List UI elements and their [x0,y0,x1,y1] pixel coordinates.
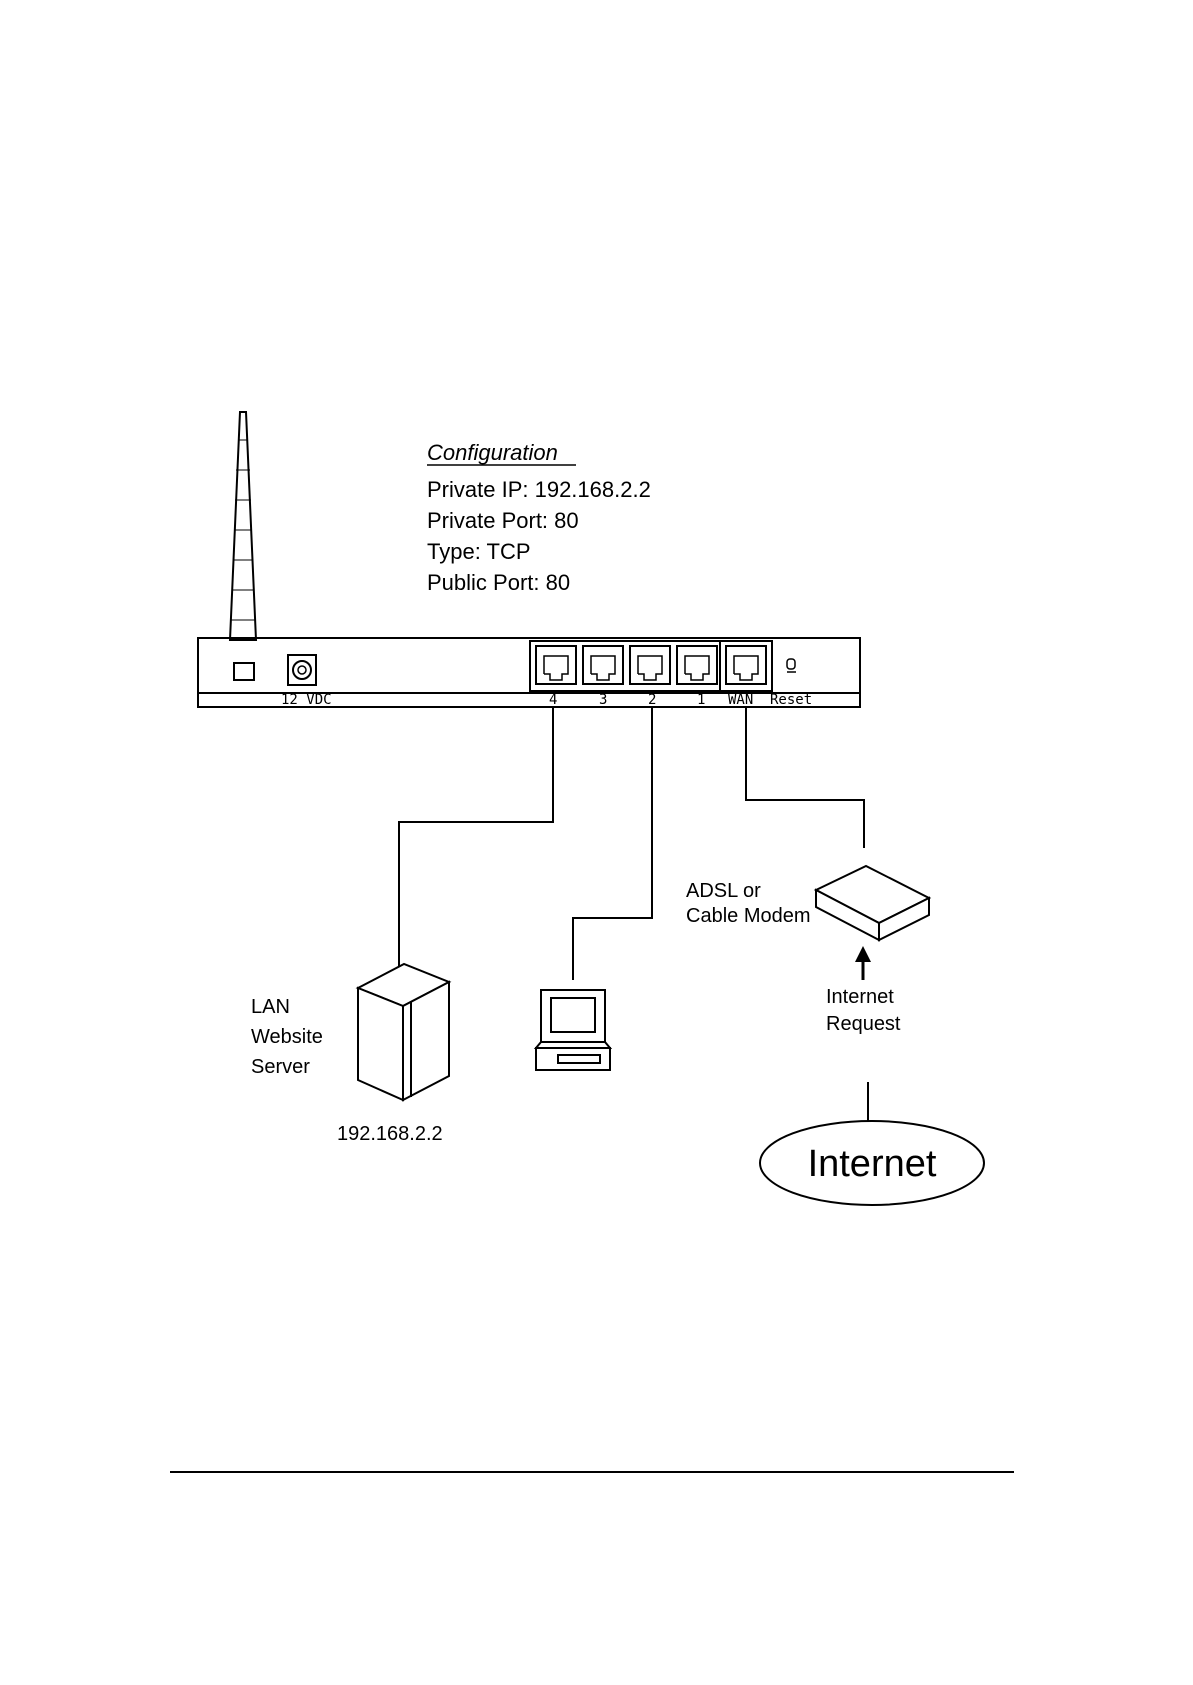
wan-label: WAN [728,692,753,708]
lan-port-3-icon [583,646,623,684]
server-ip: 192.168.2.2 [337,1123,443,1145]
reset-label: Reset [770,692,812,708]
power-jack-icon [288,655,316,685]
computer-icon [536,990,610,1070]
config-private-ip: Private IP: 192.168.2.2 [427,477,651,502]
reset-button-icon [787,659,796,672]
lan-port-2-icon [630,646,670,684]
modem-label-line-2: Cable Modem [686,905,811,927]
config-type: Type: TCP [427,539,531,564]
lan-port-4-icon [536,646,576,684]
server-label-line-3: Server [251,1056,310,1078]
config-public-port: Public Port: 80 [427,570,570,595]
port-label-3: 3 [599,692,607,708]
wan-port-icon [720,641,772,691]
port-label-2: 2 [648,692,656,708]
cable-wan-to-modem [746,707,864,848]
power-label: 12 VDC [281,692,332,708]
modem-icon [816,866,929,940]
internet-label: Internet [808,1143,937,1185]
server-label-line-2: Website [251,1026,323,1048]
request-label-line-2: Request [826,1013,901,1035]
modem-label-line-1: ADSL or [686,880,761,902]
router-back-panel: 12 VDC 4 3 2 [198,638,860,708]
config-private-port: Private Port: 80 [427,508,579,533]
antenna-icon [230,412,256,680]
cable-port4-to-server [399,707,553,968]
cable-port2-to-pc [573,707,652,980]
configuration-title: Configuration [427,440,558,465]
arrow-up-icon [855,946,871,980]
server-icon [358,964,449,1100]
server-label-line-1: LAN [251,996,290,1018]
port-label-4: 4 [549,692,557,708]
request-label-line-1: Internet [826,986,894,1008]
lan-port-1-icon [677,646,717,684]
port-label-1: 1 [697,692,705,708]
configuration-block: Configuration Private IP: 192.168.2.2 Pr… [427,440,651,595]
